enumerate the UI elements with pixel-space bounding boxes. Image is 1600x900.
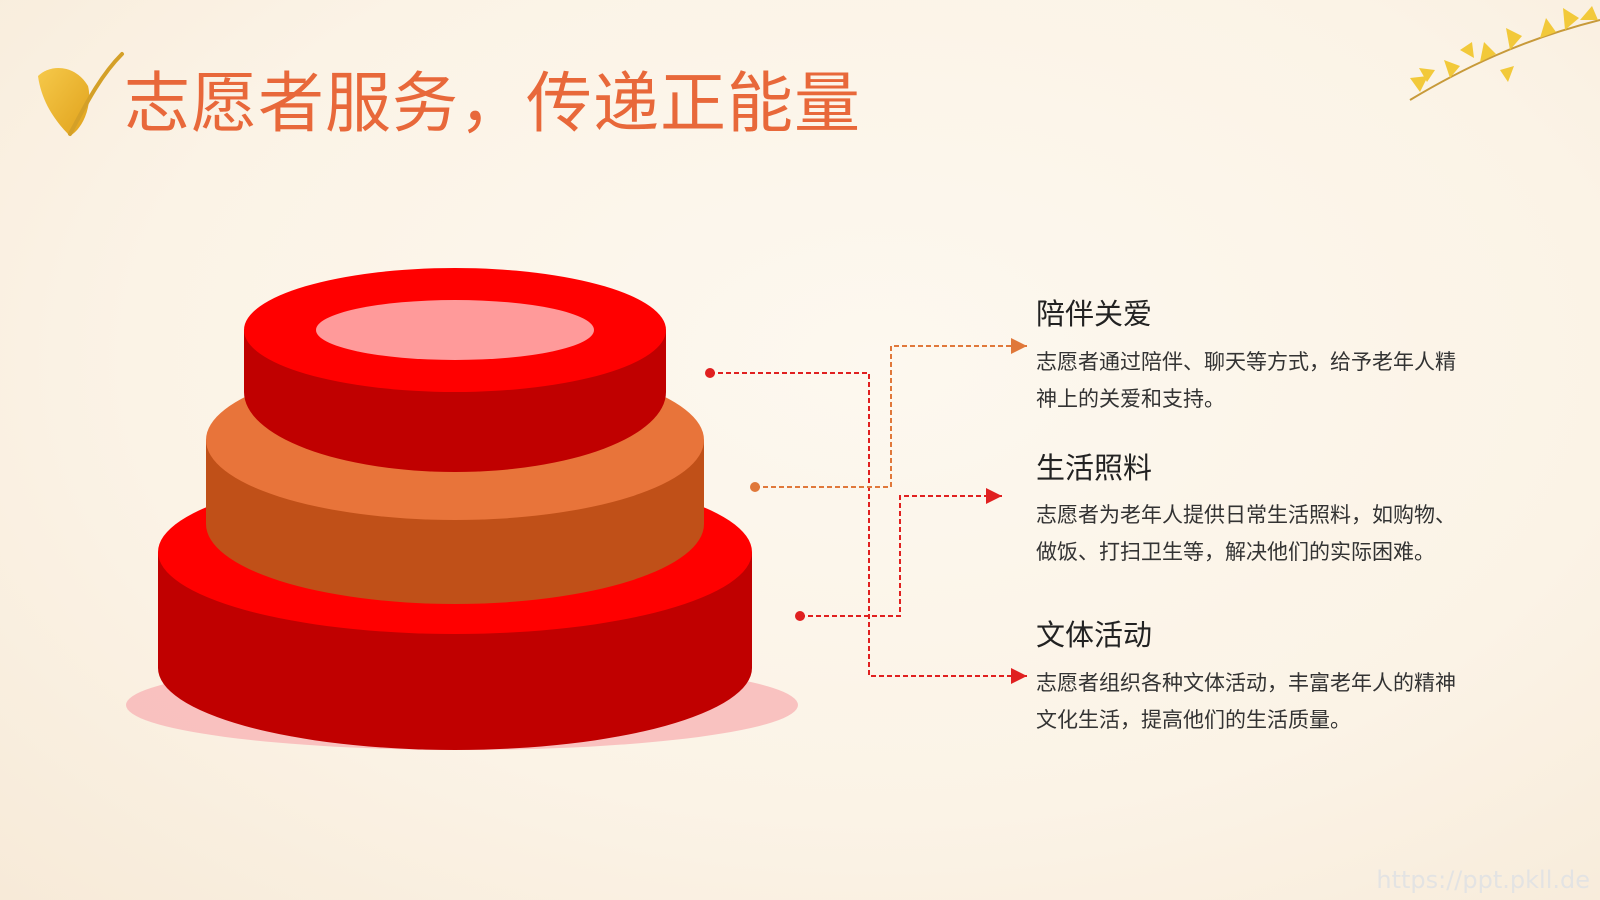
ginkgo-leaf-icon [38,52,124,136]
item-title-recreation: 文体活动 [1036,618,1153,652]
item-desc-recreation: 志愿者组织各种文体活动，丰富老年人的精神文化生活，提高他们的生活质量。 [1036,671,1456,732]
item-title-companionship: 陪伴关爱 [1036,297,1153,331]
tier-top [244,268,666,472]
connector-bottom-tier [795,488,1002,621]
connector-middle-tier [750,338,1027,492]
page-title: 志愿者服务，传递正能量 [124,65,861,142]
watermark-url: https://ppt.pkll.de [1376,866,1590,894]
ginkgo-branch-icon [1409,6,1600,101]
item-title-daily-care: 生活照料 [1036,451,1153,485]
connector-top-tier [705,368,1027,684]
item-desc-daily-care: 志愿者为老年人提供日常生活照料，如购物、做饭、打扫卫生等，解决他们的实际困难。 [1036,503,1456,564]
item-desc-companionship: 志愿者通过陪伴、聊天等方式，给予老年人精神上的关爱和支持。 [1036,350,1456,411]
